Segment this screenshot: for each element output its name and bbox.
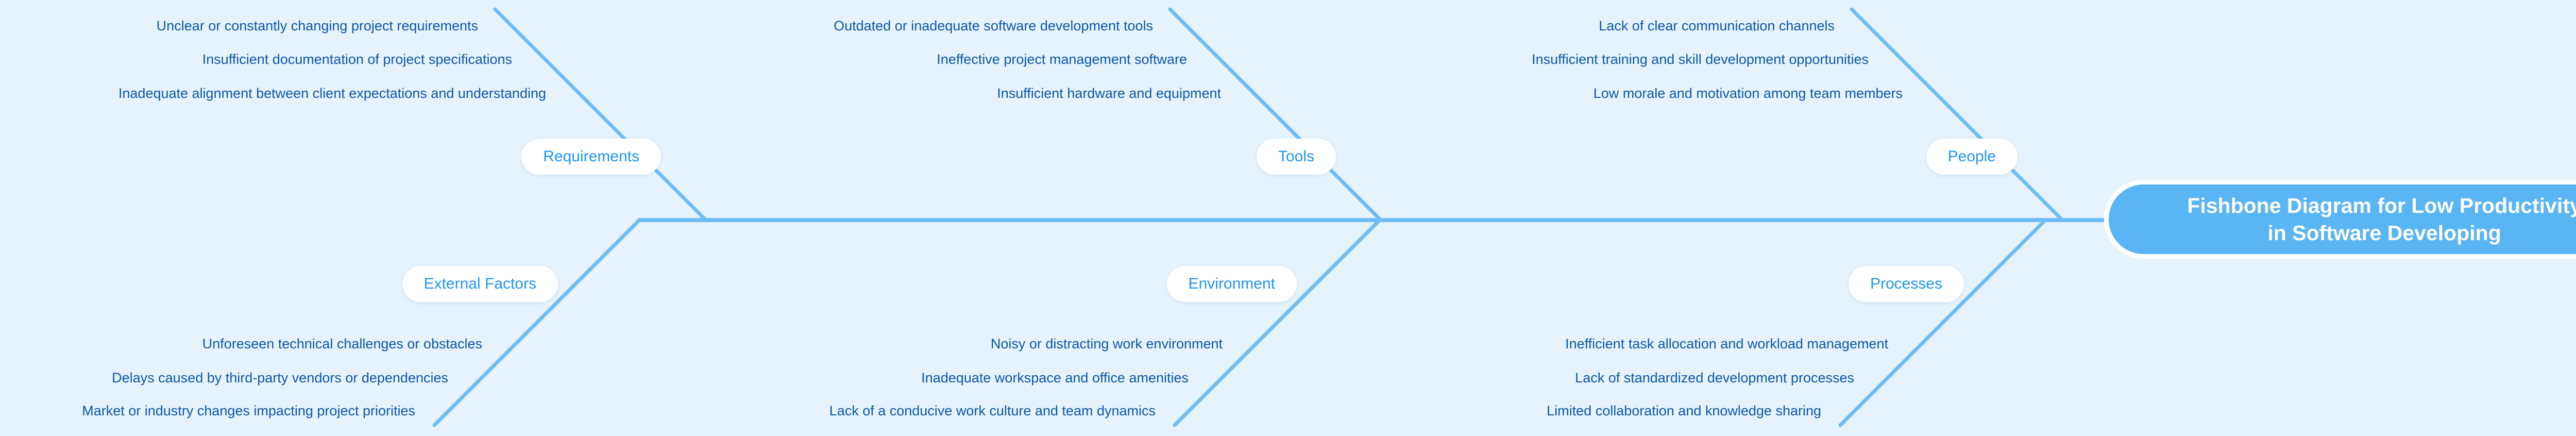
cause-text-processes-1[interactable]: Inefficient task allocation and workload… <box>1565 336 1888 351</box>
head-title-line1: Fishbone Diagram for Low Productivity <box>2187 193 2576 217</box>
cause-text-tools-2[interactable]: Ineffective project management software <box>937 52 1187 67</box>
cause-text-people-1[interactable]: Lack of clear communication channels <box>1599 18 1835 33</box>
cause-text-external-factors-1[interactable]: Unforeseen technical challenges or obsta… <box>202 336 482 351</box>
cause-text-requirements-3[interactable]: Inadequate alignment between client expe… <box>118 86 546 101</box>
category-label-environment[interactable]: Environment <box>1166 266 1297 302</box>
branch-line-requirements <box>493 7 708 222</box>
category-label-processes[interactable]: Processes <box>1848 266 1964 302</box>
cause-text-processes-3[interactable]: Limited collaboration and knowledge shar… <box>1547 403 1821 418</box>
category-label-requirements[interactable]: Requirements <box>521 139 661 175</box>
cause-text-external-factors-2[interactable]: Delays caused by third-party vendors or … <box>112 370 448 385</box>
branch-line-processes <box>1838 218 2047 427</box>
cause-text-tools-1[interactable]: Outdated or inadequate software developm… <box>834 18 1153 33</box>
cause-text-requirements-1[interactable]: Unclear or constantly changing project r… <box>156 18 478 33</box>
cause-text-requirements-2[interactable]: Insufficient documentation of project sp… <box>202 52 512 67</box>
cause-text-people-3[interactable]: Low morale and motivation among team mem… <box>1593 86 1903 101</box>
cause-text-people-2[interactable]: Insufficient training and skill developm… <box>1532 52 1869 67</box>
branch-line-people <box>1850 7 2064 222</box>
branch-line-external-factors <box>432 218 641 427</box>
branch-line-environment <box>1173 218 1382 427</box>
head-title-line2: in Software Developing <box>2267 221 2501 245</box>
cause-text-processes-2[interactable]: Lack of standardized development process… <box>1575 370 1854 385</box>
category-label-external-factors[interactable]: External Factors <box>402 266 558 302</box>
cause-text-environment-2[interactable]: Inadequate workspace and office amenitie… <box>921 370 1189 385</box>
cause-text-environment-1[interactable]: Noisy or distracting work environment <box>990 336 1223 351</box>
category-label-tools[interactable]: Tools <box>1256 139 1336 175</box>
branch-line-tools <box>1168 7 1383 222</box>
cause-text-tools-3[interactable]: Insufficient hardware and equipment <box>997 86 1221 101</box>
category-label-people[interactable]: People <box>1926 139 2018 175</box>
cause-text-external-factors-3[interactable]: Market or industry changes impacting pro… <box>82 403 415 418</box>
head-node[interactable]: Fishbone Diagram for Low Productivity in… <box>2104 180 2576 259</box>
cause-text-environment-3[interactable]: Lack of a conducive work culture and tea… <box>829 403 1156 418</box>
